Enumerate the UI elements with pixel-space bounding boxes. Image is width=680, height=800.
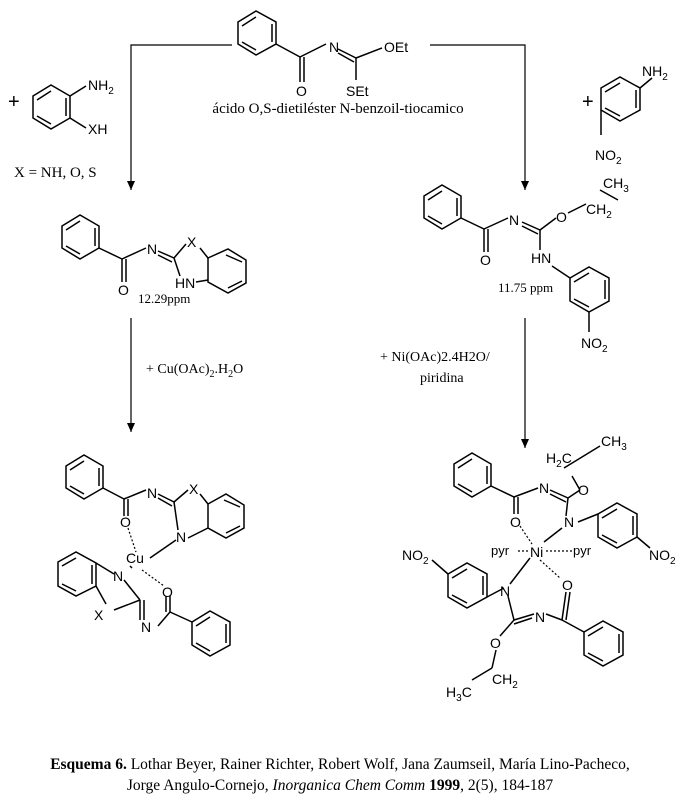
left-reactant-nh2: NH2 [88,77,114,97]
left-product-structure [61,214,247,294]
right-product-ch3: CH3 [603,175,629,195]
caption-line-2: Jorge Angulo-Cornejo, Inorganica Chem Co… [0,775,680,796]
reagent-atom-o: O [296,83,307,99]
left-product-n: N [147,241,157,257]
right-reactant-nh2: NH2 [642,63,668,83]
right-product-no2: NO2 [581,335,608,355]
ni-complex-ni: Ni [530,544,543,560]
left-product-o: O [118,282,129,298]
right-product-o-ether: O [556,209,567,225]
arrow-to-left-product [127,44,232,190]
x-definition: X = NH, O, S [14,165,97,181]
ni-complex-o-top: O [510,514,521,530]
ni-complex-pyr-right: pyr [573,543,592,558]
left-reaction-reagent: + Cu(OAc)2.H2O [146,362,243,380]
ni-complex-h2c: H2C [546,450,572,470]
nitroaniline-structure [600,76,653,135]
cu-complex-o-bottom: O [162,584,173,600]
reagent-atom-n: N [329,39,339,55]
reagent-atom-oet: OEt [384,39,408,55]
caption-label: Esquema 6. [50,756,127,773]
ni-complex-n-top: N [539,480,549,496]
arrow-to-right-product [430,44,529,190]
left-plus: + [8,91,20,113]
scheme-caption: Esquema 6. Lothar Beyer, Rainer Richter,… [0,754,680,796]
cu-complex-x-bottom: X [94,607,104,623]
cu-complex-cu: Cu [126,550,144,566]
ni-complex-no2-left: NO2 [402,547,429,567]
top-reagent-structure: N OEt O SEt [237,10,408,99]
ni-complex-n-aryl-bottom: N [500,583,510,599]
caption-line-1: Esquema 6. Lothar Beyer, Rainer Richter,… [0,754,680,775]
ni-complex-no2-right: NO2 [649,547,676,567]
right-product-shift: 11.75 ppm [498,280,553,295]
ni-complex-ch2-bottom: CH2 [492,671,518,691]
reagent-atom-set: SEt [346,83,369,99]
right-plus: + [582,91,594,113]
ni-complex-o-ether-bottom: O [490,635,501,651]
aminophenyl-structure [32,84,87,130]
ni-complex-h3c: H3C [446,684,472,704]
caption-authors-1: Lothar Beyer, Rainer Richter, Robert Wol… [126,756,630,773]
ni-complex-ch3-top: CH3 [601,433,627,453]
ni-complex-pyr-left: pyr [491,543,510,558]
cu-complex-x-top: X [189,481,199,497]
cu-complex-n-ring-top: N [176,529,186,545]
right-product-o: O [480,252,491,268]
caption-journal: Inorganica Chem Comm [272,777,426,794]
ni-complex-o-ether-top: O [578,482,589,498]
scheme-drawing: N OEt O SEt ácido O,S-dietiléster N-benz… [8,10,676,704]
left-product-x: X [187,234,197,250]
ni-complex-n-aryl-top: N [564,514,574,530]
right-reactant-no2: NO2 [595,147,622,167]
right-reaction-reagent-line2: piridina [420,371,464,386]
ni-complex-o-bottom: O [562,577,573,593]
right-product-structure [423,184,619,332]
right-product-n: N [509,212,519,228]
left-product-shift: 12.29ppm [138,291,190,306]
right-product-ch2: CH2 [586,201,612,221]
cu-complex-o-top: O [120,514,131,530]
left-product-hn: HN [175,275,195,291]
ni-complex-n-bottom: N [535,609,545,625]
right-reaction-reagent-line1: + Ni(OAc)2.4H2O/ [380,350,490,365]
cu-complex-n-ring-bottom: N [113,568,123,584]
caption-details: , 2(5), 184-187 [460,777,554,794]
caption-year: 1999 [429,777,461,794]
caption-authors-2: Jorge Angulo-Cornejo, [126,777,273,794]
ni-complex-structure [431,445,651,681]
cu-complex-n-top: N [147,485,157,501]
left-reactant-xh: XH [88,121,107,137]
cu-complex-n-bottom: N [141,619,151,635]
reagent-name: ácido O,S-dietiléster N-benzoil-tiocamic… [212,101,463,117]
cu-complex-structure [57,454,245,657]
right-product-hn: HN [531,250,551,266]
